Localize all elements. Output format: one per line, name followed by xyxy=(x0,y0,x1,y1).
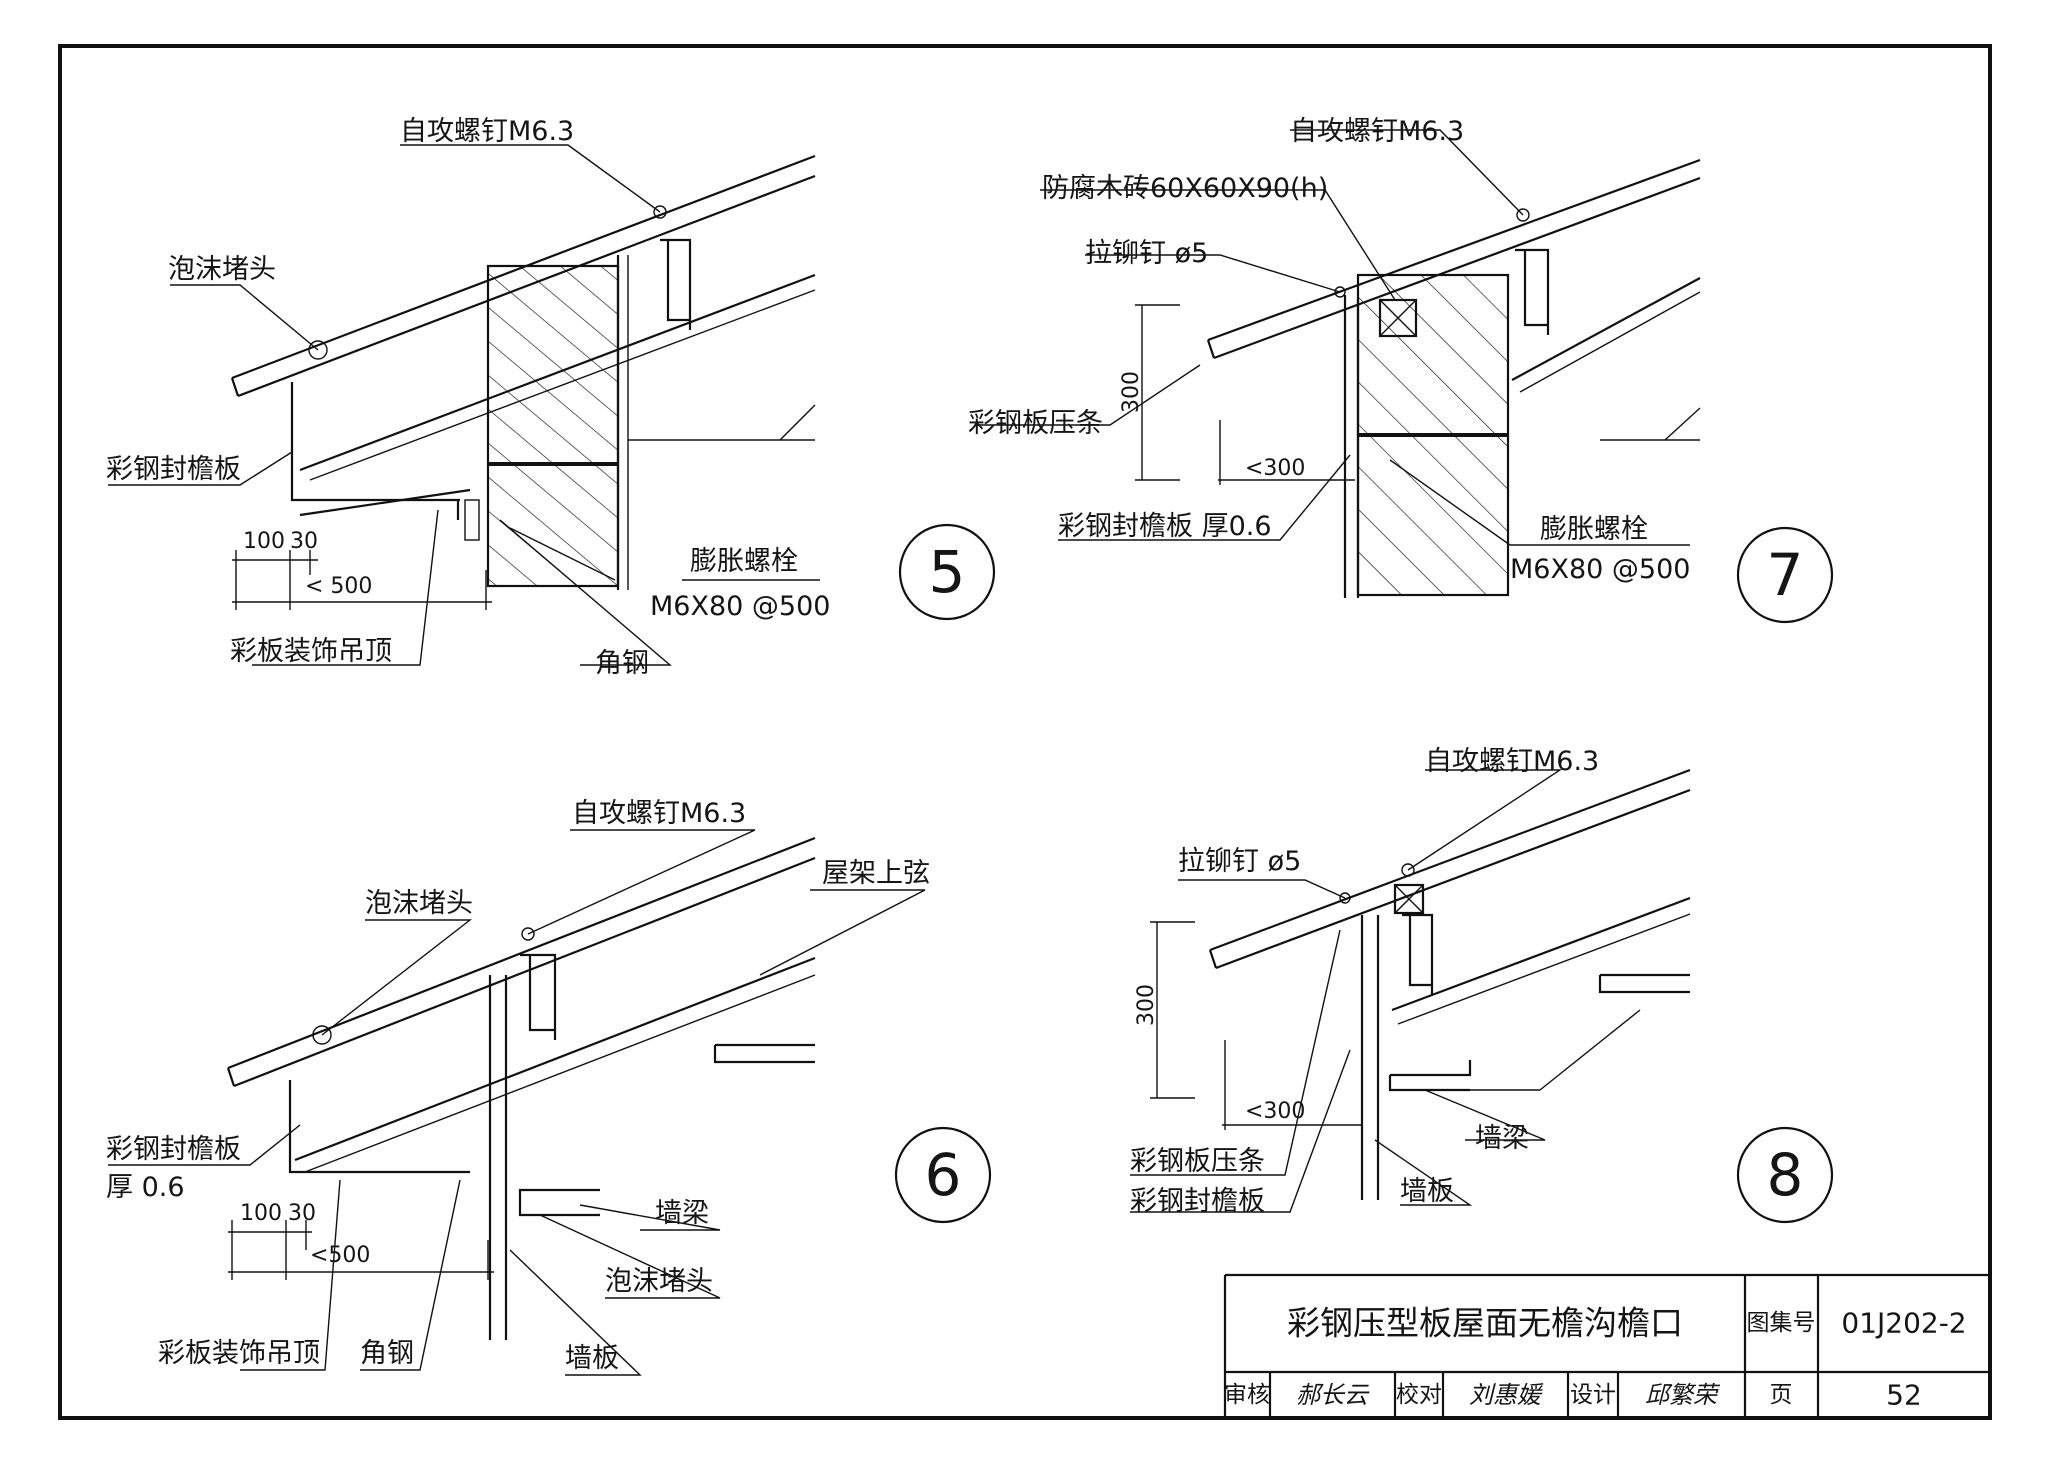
label-eave-panel: 彩钢封檐板 厚0.6 xyxy=(1058,511,1272,542)
label-expansion-bolt: 膨胀螺栓 xyxy=(1540,514,1648,545)
label-screw: 自攻螺钉M6.3 xyxy=(400,116,574,147)
dim-300: 300 xyxy=(1119,371,1144,413)
title-block: 彩钢压型板屋面无檐沟檐口 图集号 01J202-2 审核 郝长云 校对 刘惠媛 … xyxy=(1223,1273,1990,1418)
roof-panel-top xyxy=(1207,158,1701,342)
atlas-label: 图集号 xyxy=(1747,1310,1816,1336)
dim-30: 30 xyxy=(288,1201,316,1226)
page-label: 页 xyxy=(1770,1382,1793,1408)
label-press-strip: 彩钢板压条 xyxy=(1130,1146,1265,1177)
wood-block-icon xyxy=(1393,883,1425,915)
screw-icon xyxy=(521,927,535,941)
dim-300: 300 xyxy=(1134,984,1159,1026)
label-wall-panel: 墙板 xyxy=(565,1343,619,1374)
design-label: 设计 xyxy=(1570,1382,1616,1408)
label-foam-plug: 泡沫堵头 xyxy=(365,888,473,919)
dim-500: < 500 xyxy=(305,574,372,599)
label-bolt-spec: M6X80 @500 xyxy=(650,591,830,622)
label-screw: 自攻螺钉M6.3 xyxy=(1290,116,1464,147)
rivet-icon xyxy=(1339,892,1351,904)
dim-500: <500 xyxy=(310,1243,370,1268)
roof-panel-bottom xyxy=(1215,788,1691,970)
check-label: 校对 xyxy=(1396,1382,1442,1408)
check-signature: 刘惠媛 xyxy=(1469,1381,1544,1409)
dim-lt300: <300 xyxy=(1245,1099,1305,1124)
label-ceiling: 彩板装饰吊顶 xyxy=(158,1338,320,1369)
label-angle-steel: 角钢 xyxy=(360,1338,414,1369)
roof-panel-bottom xyxy=(1213,176,1701,360)
dim-100: 100 xyxy=(240,1201,282,1226)
label-wall-beam: 墙梁 xyxy=(1475,1123,1529,1154)
rivet-icon xyxy=(1334,286,1346,298)
foam-plug-icon xyxy=(308,340,328,360)
detail-number-circle xyxy=(898,523,996,621)
dim-100: 100 xyxy=(243,529,285,554)
screw-icon xyxy=(1401,863,1415,877)
label-angle-steel: 角钢 xyxy=(595,648,649,679)
truss-chord xyxy=(294,956,816,1162)
label-foam-plug-2: 泡沫堵头 xyxy=(605,1266,713,1297)
detail-5: 5 自攻螺钉M6.3 泡沫堵头 彩钢封檐板 100 30 < 500 膨胀螺栓 … xyxy=(106,116,996,679)
screw-icon xyxy=(1516,208,1530,222)
label-eave-panel: 彩钢封檐板 xyxy=(1130,1186,1265,1217)
detail-number-circle xyxy=(1736,526,1834,624)
wood-brick-icon xyxy=(1378,298,1418,338)
label-truss-chord: 屋架上弦 xyxy=(822,858,930,889)
label-screw: 自攻螺钉M6.3 xyxy=(572,798,746,829)
label-thickness: 厚 0.6 xyxy=(106,1172,185,1203)
drawing-title: 彩钢压型板屋面无檐沟檐口 xyxy=(1287,1304,1683,1343)
detail-7: 7 自攻螺钉M6.3 防腐木砖60X60X90(h) 拉铆钉 ø5 彩钢板压条 … xyxy=(968,116,1834,624)
roof-panel-bottom xyxy=(233,856,816,1088)
page-number: 52 xyxy=(1886,1379,1922,1412)
detail-number-circle xyxy=(894,1126,992,1224)
atlas-number: 01J202-2 xyxy=(1841,1307,1966,1340)
detail-number: 8 xyxy=(1767,1141,1804,1209)
review-signature: 郝长云 xyxy=(1296,1381,1370,1409)
detail-6: 6 自攻螺钉M6.3 屋架上弦 泡沫堵头 彩钢封檐板 厚 0.6 100 30 … xyxy=(106,798,992,1376)
detail-8: 8 自攻螺钉M6.3 拉铆钉 ø5 300 <300 墙梁 彩钢板压条 彩钢封檐… xyxy=(1130,746,1834,1224)
label-bolt-spec: M6X80 @500 xyxy=(1510,554,1690,585)
sheet-border xyxy=(58,44,1992,1420)
label-foam-plug: 泡沫堵头 xyxy=(168,254,276,285)
label-wall-beam: 墙梁 xyxy=(655,1198,709,1229)
label-expansion-bolt: 膨胀螺栓 xyxy=(690,546,798,577)
dim-30: 30 xyxy=(290,529,318,554)
label-ceiling: 彩板装饰吊顶 xyxy=(230,636,392,667)
label-screw: 自攻螺钉M6.3 xyxy=(1425,746,1599,777)
label-wall-panel: 墙板 xyxy=(1400,1176,1454,1207)
roof-panel-top xyxy=(227,836,816,1070)
review-label: 审核 xyxy=(1224,1382,1270,1408)
screw-icon xyxy=(653,205,667,219)
detail-number: 6 xyxy=(925,1141,962,1209)
dim-lt300: <300 xyxy=(1245,456,1305,481)
label-eave-panel: 彩钢封檐板 xyxy=(106,1134,241,1165)
detail-number: 7 xyxy=(1767,541,1804,609)
detail-number-circle xyxy=(1736,1126,1834,1224)
roof-panel-top xyxy=(1209,768,1691,952)
detail-number: 5 xyxy=(929,538,966,606)
foam-plug-icon xyxy=(312,1025,332,1045)
label-press-strip: 彩钢板压条 xyxy=(968,408,1103,439)
label-wood-brick: 防腐木砖60X60X90(h) xyxy=(1042,173,1328,204)
label-rivet: 拉铆钉 ø5 xyxy=(1085,238,1208,269)
label-rivet: 拉铆钉 ø5 xyxy=(1178,846,1301,877)
wall-5 xyxy=(486,264,620,588)
design-signature: 邱繁荣 xyxy=(1645,1381,1721,1409)
label-eave-panel: 彩钢封檐板 xyxy=(106,454,241,485)
